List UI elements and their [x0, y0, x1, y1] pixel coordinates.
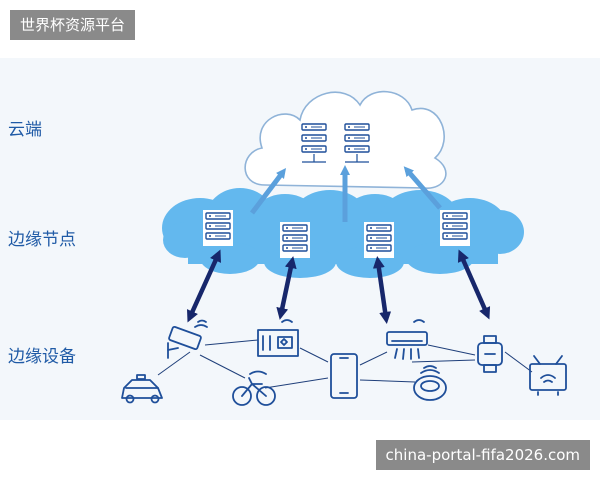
- bicycle-icon: [232, 370, 276, 406]
- smartwatch-icon: [477, 335, 503, 373]
- cloud-layer: [244, 90, 447, 189]
- edge-cloud-band: [162, 188, 524, 278]
- device-link-arrow-1: [187, 249, 221, 323]
- smart-building-icon: [257, 319, 299, 357]
- smartphone-icon: [330, 353, 358, 399]
- site-badge: 世界杯资源平台: [10, 10, 136, 40]
- uplink-arrow-1: [250, 168, 287, 215]
- car-icon: [121, 374, 163, 404]
- uplink-arrows: [250, 165, 442, 222]
- device-link-arrow-2: [276, 256, 297, 320]
- edge-server-4-icon: [440, 210, 470, 246]
- device-network-lines: [157, 339, 533, 389]
- watermark-badge: china-portal-fifa2026.com: [375, 440, 590, 470]
- edge-server-1-icon: [203, 210, 233, 246]
- security-camera-icon: [167, 319, 208, 359]
- edge-server-2-icon: [280, 222, 310, 258]
- edge-devices: [121, 319, 567, 406]
- cloud-server-right-icon: [344, 123, 370, 163]
- robot-vacuum-icon: [413, 365, 447, 401]
- device-link-arrow-3: [372, 256, 392, 324]
- smart-tv-icon: [529, 355, 567, 396]
- layer-label-edge-nodes: 边缘节点: [8, 230, 76, 250]
- air-conditioner-icon: [386, 319, 428, 360]
- device-link-arrow-4: [457, 249, 491, 320]
- layer-label-cloud: 云端: [8, 120, 42, 140]
- device-link-arrows: [187, 249, 491, 324]
- uplink-arrow-3: [403, 166, 442, 210]
- cloud-server-left-icon: [301, 123, 327, 163]
- edge-server-3-icon: [364, 222, 394, 258]
- layer-label-edge-devices: 边缘设备: [8, 347, 76, 367]
